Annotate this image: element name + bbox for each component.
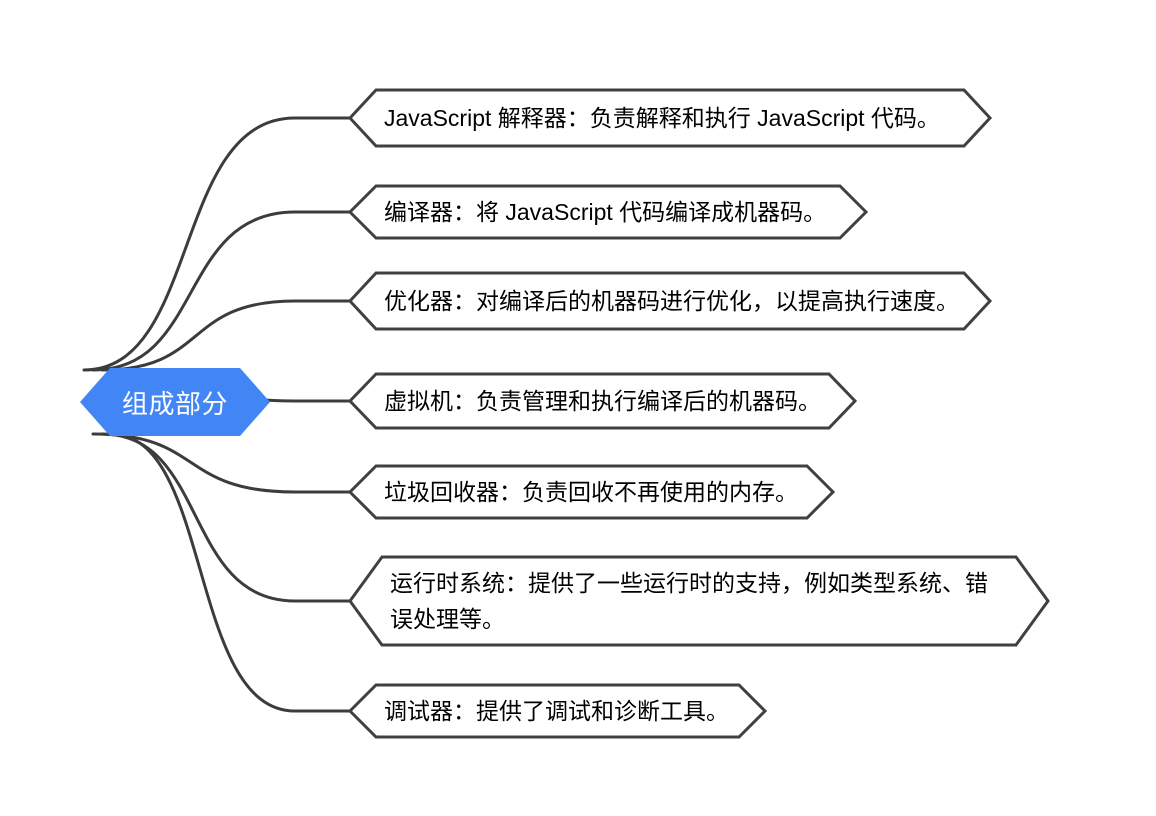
leaf-node-shape[interactable] <box>347 184 869 240</box>
connector-line <box>91 210 352 372</box>
connector-line <box>100 299 352 372</box>
connector-line <box>100 432 352 603</box>
root-node-shape[interactable] <box>80 368 270 436</box>
connector-line <box>82 116 352 372</box>
leaf-node-shape[interactable] <box>347 372 858 430</box>
connector-line <box>109 432 352 713</box>
nodes-group <box>347 88 1050 739</box>
leaf-node-shape[interactable] <box>347 88 993 148</box>
root-node-group[interactable] <box>80 368 270 436</box>
leaf-node-shape[interactable] <box>348 555 1050 647</box>
leaf-node-shape[interactable] <box>347 464 836 520</box>
leaf-node-shape[interactable] <box>347 271 993 331</box>
connector-line <box>91 432 352 494</box>
leaf-node-shape[interactable] <box>347 683 768 739</box>
